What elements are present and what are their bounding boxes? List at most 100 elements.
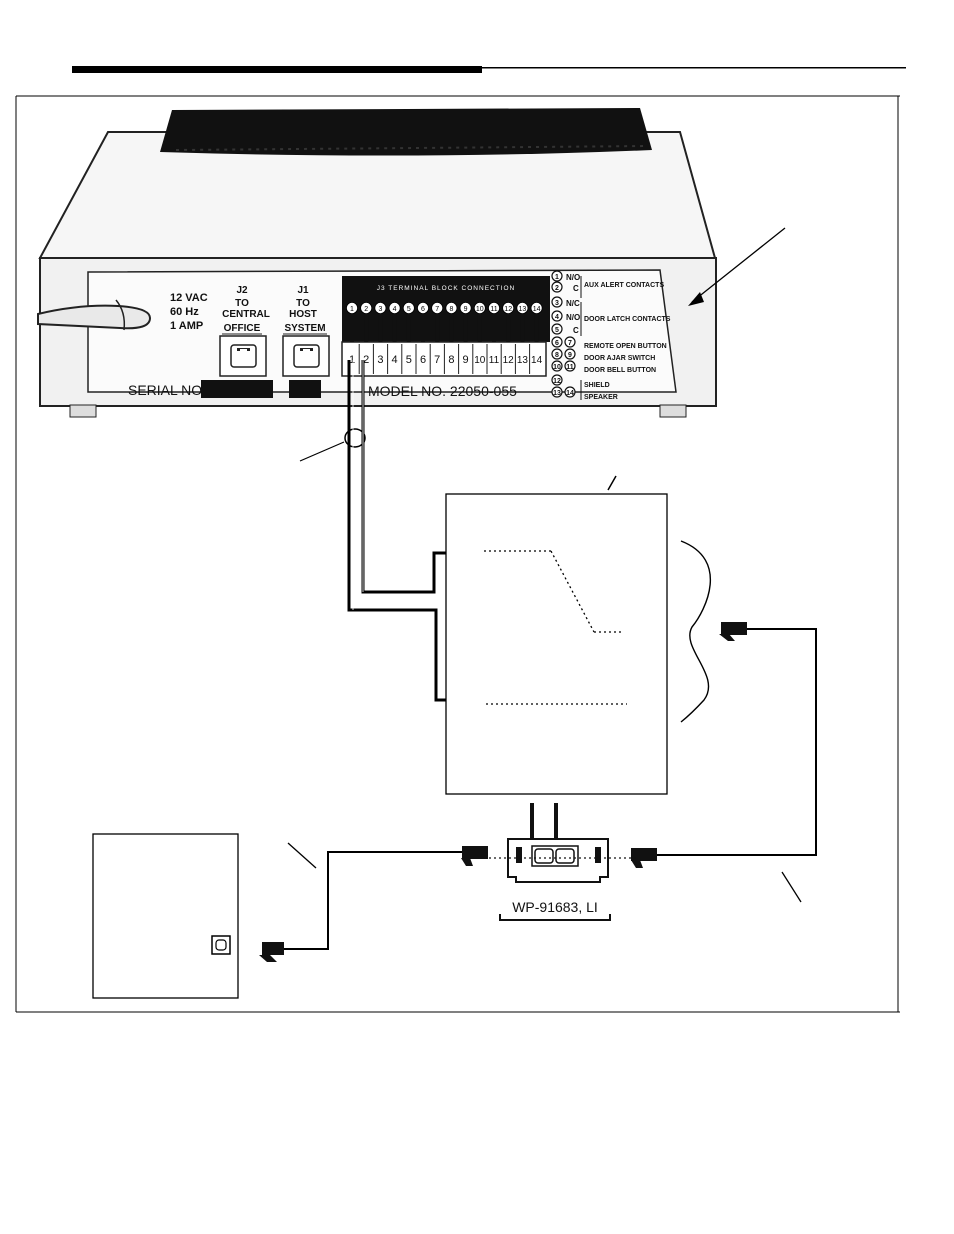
terminal-screw-5[interactable] xyxy=(402,301,415,314)
adapter-label: WP-91683, LI xyxy=(512,899,598,915)
left-cord-plug-wall[interactable] xyxy=(259,942,284,962)
j1-jack[interactable] xyxy=(282,335,330,377)
terminal-screw-label: 14 xyxy=(533,306,541,313)
right-cord-plug-bottom[interactable] xyxy=(631,848,657,868)
legend-terminal-number: 14 xyxy=(566,390,574,397)
serial-label: SERIAL NO. xyxy=(128,382,206,398)
legend-terminal-badge xyxy=(551,386,563,398)
modular-adapter: WP-91683, LI xyxy=(484,803,636,921)
terminal-screw-label: 1 xyxy=(350,306,354,313)
terminal-screw-label: 5 xyxy=(407,306,411,313)
power-rating-hz: 60 Hz xyxy=(170,306,199,318)
terminal-screw-label: 12 xyxy=(504,306,512,313)
terminal-screw-11[interactable] xyxy=(487,301,500,314)
terminal-number-6: 6 xyxy=(420,354,426,366)
legend-terminal-number: 11 xyxy=(566,364,574,371)
model-label: MODEL NO. 22050-055 xyxy=(368,383,517,399)
terminal-screw-label: 3 xyxy=(378,306,382,313)
terminal-number-8: 8 xyxy=(448,354,454,366)
terminal-screw-6[interactable] xyxy=(416,301,429,314)
terminal-screw-3[interactable] xyxy=(374,301,387,314)
legend-terminal-badge xyxy=(564,348,576,360)
terminal-screw-9[interactable] xyxy=(459,301,472,314)
terminal-screw-12[interactable] xyxy=(502,301,515,314)
power-rating-amps: 1 AMP xyxy=(170,320,203,332)
j2-office: OFFICE xyxy=(224,323,261,334)
terminal-number-11: 11 xyxy=(489,355,500,366)
legend-terminal-number: 12 xyxy=(553,378,561,385)
legend-terminal-number: 2 xyxy=(555,285,559,292)
left-cord-plug-adapter[interactable] xyxy=(461,846,488,866)
legend-terminal-badge xyxy=(551,360,563,372)
legend-contact-code: N/O xyxy=(566,313,580,322)
header-rule-thin xyxy=(482,67,906,69)
terminal-screw-label: 10 xyxy=(476,306,484,313)
legend-terminal-number: 8 xyxy=(555,352,559,359)
terminal-screw-label: 8 xyxy=(449,306,453,313)
j2-label: J2 xyxy=(236,285,248,296)
terminal-number-4: 4 xyxy=(392,354,398,366)
legend-contact-label: DOOR LATCH CONTACTS xyxy=(584,316,671,323)
terminal-lead xyxy=(406,314,411,342)
legend-terminal-number: 10 xyxy=(553,364,561,371)
terminal-number-7: 7 xyxy=(434,354,440,366)
legend-terminal-badge xyxy=(564,360,576,372)
terminal-screw-2[interactable] xyxy=(360,301,373,314)
terminal-screw-4[interactable] xyxy=(388,301,401,314)
legend-contact-code: N/O xyxy=(566,273,580,282)
legend-contact-label: DOOR BELL BUTTON xyxy=(584,367,656,374)
terminal-screw-14[interactable] xyxy=(530,301,543,314)
terminal-screw-label: 11 xyxy=(490,306,497,313)
terminal-screw-label: 9 xyxy=(464,306,468,313)
legend-contact-code: N/C xyxy=(566,299,580,308)
wall-jack[interactable] xyxy=(211,935,231,955)
legend-contact-label: DOOR AJAR SWITCH xyxy=(584,355,655,362)
telephone-box xyxy=(92,833,239,999)
j2-jack[interactable] xyxy=(219,335,267,377)
terminal-screw-label: 13 xyxy=(519,306,527,313)
terminal-number-2: 2 xyxy=(363,354,369,366)
terminal-lead xyxy=(463,314,468,342)
j2-to: TO xyxy=(235,298,249,309)
terminal-number-12: 12 xyxy=(503,355,515,366)
terminal-lead xyxy=(449,314,454,342)
terminal-number-3: 3 xyxy=(377,354,383,366)
legend-terminal-number: 3 xyxy=(555,300,559,307)
adapter-jack-left[interactable] xyxy=(534,848,554,864)
legend-terminal-badge xyxy=(551,374,563,386)
terminal-screw-7[interactable] xyxy=(431,301,444,314)
terminal-screw-13[interactable] xyxy=(516,301,529,314)
legend-terminal-badge xyxy=(551,323,563,335)
terminal-lead xyxy=(421,314,425,342)
legend-terminal-badge xyxy=(551,310,563,322)
terminal-screw-10[interactable] xyxy=(473,301,486,314)
terminal-block-header: J3 TERMINAL BLOCK CONNECTION xyxy=(377,285,516,292)
left-line-cord xyxy=(278,851,464,950)
terminal-screw-1[interactable] xyxy=(345,301,358,314)
terminal-lead xyxy=(364,314,369,342)
terminal-screw-8[interactable] xyxy=(445,301,458,314)
terminal-number-5: 5 xyxy=(406,354,412,366)
header-rule-thick xyxy=(72,66,482,73)
legend-terminal-badge xyxy=(551,348,563,360)
terminal-lead xyxy=(392,314,397,342)
terminal-lead xyxy=(477,314,482,342)
adapter-jack-right[interactable] xyxy=(555,848,575,864)
legend-terminal-number: 5 xyxy=(555,327,559,334)
terminal-number-13: 13 xyxy=(517,355,529,366)
legend-terminal-number: 13 xyxy=(553,390,561,397)
terminal-lead xyxy=(350,314,354,342)
j2-central: CENTRAL xyxy=(222,309,270,320)
door-lock-box xyxy=(445,475,668,795)
terminal-number-1: 1 xyxy=(349,354,355,366)
terminal-lead xyxy=(492,314,496,342)
legend-terminal-badge xyxy=(551,270,563,282)
legend-contact-code: C xyxy=(573,326,579,335)
j1-label: J1 xyxy=(297,285,309,296)
legend-terminal-badge xyxy=(551,336,563,348)
terminal-screw-label: 4 xyxy=(393,306,397,313)
legend-terminal-number: 9 xyxy=(568,352,572,359)
right-cord-plug-top[interactable] xyxy=(719,622,747,641)
j1-host: HOST xyxy=(289,309,317,320)
